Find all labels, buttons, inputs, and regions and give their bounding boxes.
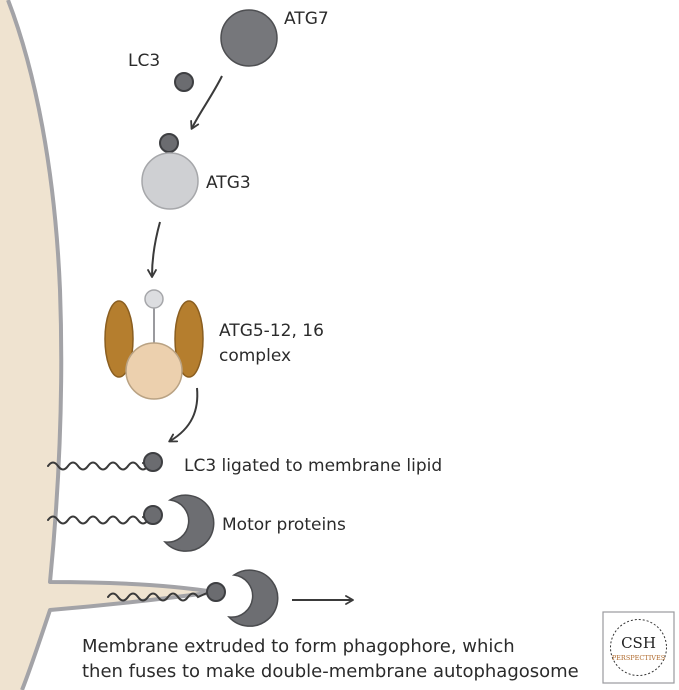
- csh-perspectives-logo: CSH PERSPECTIVES: [602, 611, 675, 684]
- lc3-motor-2: [206, 582, 226, 602]
- motor-protein-crescent-2: [227, 569, 279, 627]
- lc3-free: [174, 72, 194, 92]
- arrow-to-atg3: [190, 75, 223, 130]
- atg3-protein: [141, 152, 199, 210]
- atg5-12-right: [174, 300, 204, 378]
- motor-proteins-label: Motor proteins: [222, 515, 346, 535]
- arrow-to-ligation: [168, 387, 199, 443]
- atg5-12-left: [104, 300, 134, 378]
- complex-top-lc3: [144, 289, 164, 309]
- complex-label-line1: ATG5-12, 16: [219, 321, 324, 341]
- logo-main: CSH: [621, 634, 656, 652]
- atg16-core: [125, 342, 183, 400]
- caption-line2: then fuses to make double-membrane autop…: [82, 661, 579, 682]
- lc3-label: LC3: [128, 51, 160, 71]
- atg7-label: ATG7: [284, 9, 329, 29]
- lipid-tail-1: [47, 461, 150, 471]
- atg3-label: ATG3: [206, 173, 251, 193]
- lipid-tail-3: [107, 592, 208, 602]
- lc3-on-atg3: [159, 133, 179, 153]
- lipid-tail-2: [47, 515, 150, 525]
- caption-line1: Membrane extruded to form phagophore, wh…: [82, 636, 515, 657]
- logo-sub: PERSPECTIVES: [612, 654, 665, 662]
- atg7-protein: [220, 9, 278, 67]
- lc3-motor-1: [143, 505, 163, 525]
- complex-label-line2: complex: [219, 346, 291, 366]
- arrow-to-complex: [147, 221, 161, 278]
- lc3-ligated: [143, 452, 163, 472]
- cell-membrane-outline: [6, 0, 217, 690]
- motor-protein-crescent-1: [163, 494, 215, 552]
- lc3-ligated-label: LC3 ligated to membrane lipid: [184, 456, 442, 476]
